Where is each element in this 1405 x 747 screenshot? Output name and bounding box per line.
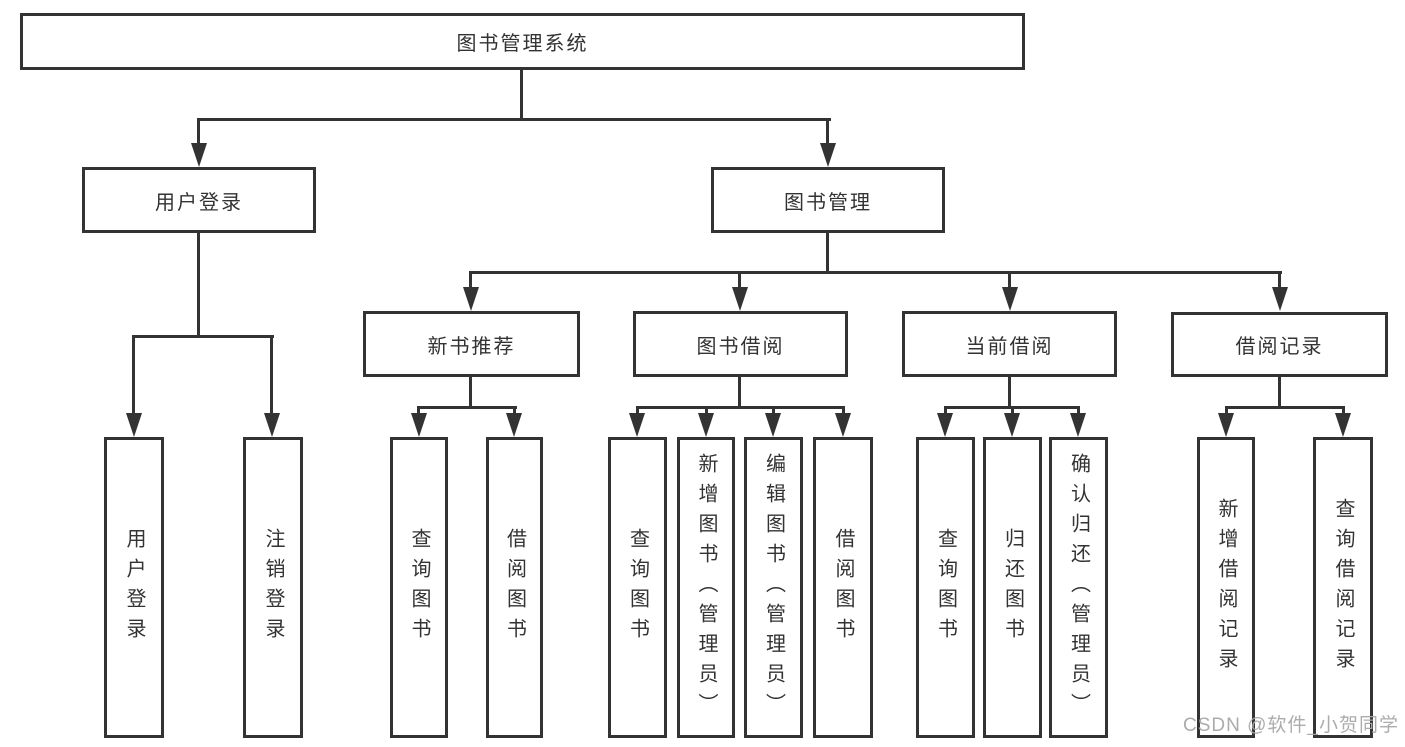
arrow-down-icon [765, 413, 781, 437]
connector-drop [842, 406, 845, 416]
connector-drop [1077, 406, 1080, 416]
node-root: 图书管理系统 [20, 13, 1025, 70]
connector-userlogin-stem [197, 232, 200, 338]
connector-drop [469, 271, 472, 290]
csdn-watermark: CSDN @软件_小贺同学 [1183, 715, 1399, 736]
node-leaf-user-login: 用户登录 [104, 437, 164, 738]
node-label: 编辑图书（管理员） [762, 452, 785, 723]
arrow-down-icon [1004, 413, 1020, 437]
node-edit-book-admin: 编辑图书（管理员） [744, 437, 803, 738]
node-borrow-books-recommend: 借阅图书 [486, 437, 543, 738]
node-label: 新增借阅记录 [1215, 497, 1237, 678]
connector-drop [944, 406, 947, 416]
node-borrow-books-borrow: 借阅图书 [813, 437, 873, 738]
arrow-down-icon [732, 287, 748, 311]
arrow-down-icon [1070, 413, 1086, 437]
connector-root-stem [520, 69, 523, 121]
connector-current-stem [1008, 376, 1011, 409]
arrow-down-icon [506, 413, 522, 437]
connector-drop [636, 406, 639, 416]
node-label: 借阅图书 [832, 527, 854, 648]
node-label: 确认归还（管理员） [1067, 452, 1090, 723]
connector-drop [1008, 271, 1011, 290]
connector-drop [1342, 406, 1345, 416]
node-label: 借阅记录 [1235, 336, 1324, 358]
connector-newbook-stem [469, 376, 472, 409]
node-add-borrow-record: 新增借阅记录 [1197, 437, 1255, 738]
node-label: 借阅图书 [503, 527, 526, 648]
arrow-down-icon [937, 413, 953, 437]
arrow-down-icon [629, 413, 645, 437]
connector-root-rail [198, 118, 831, 121]
connector-borrow-stem [738, 376, 741, 409]
node-label: 当前借阅 [965, 335, 1054, 358]
connector-drop [1011, 406, 1014, 416]
node-label: 查询借阅记录 [1332, 497, 1354, 678]
arrow-down-icon [191, 143, 207, 167]
node-label: 新书推荐 [427, 335, 516, 358]
connector-bookmgmt-rail [470, 271, 1282, 274]
node-borrow-records: 借阅记录 [1171, 312, 1388, 377]
arrow-down-icon [835, 413, 851, 437]
node-query-books-current: 查询图书 [916, 437, 975, 738]
arrow-down-icon [1002, 287, 1018, 311]
node-book-borrow: 图书借阅 [633, 311, 848, 377]
connector-drop [1278, 271, 1281, 290]
connector-newbook-rail [418, 406, 517, 409]
node-label: 查询图书 [626, 527, 649, 648]
arrow-down-icon [126, 413, 142, 437]
connector-drop [197, 118, 200, 146]
connector-records-rail [1225, 406, 1345, 409]
node-query-borrow-record: 查询借阅记录 [1313, 437, 1373, 738]
connector-borrow-rail [636, 406, 845, 409]
node-label: 用户登录 [123, 527, 145, 648]
arrow-down-icon [1218, 413, 1234, 437]
node-label: 图书借阅 [696, 335, 785, 358]
node-leaf-logout: 注销登录 [243, 437, 303, 738]
node-label: 注销登录 [262, 527, 284, 648]
arrow-down-icon [264, 413, 280, 437]
node-current-borrow: 当前借阅 [902, 311, 1117, 377]
arrow-down-icon [820, 143, 836, 167]
connector-drop [513, 406, 516, 416]
node-query-books-recommend: 查询图书 [390, 437, 448, 738]
node-confirm-return-admin: 确认归还（管理员） [1049, 437, 1108, 738]
node-add-book-admin: 新增图书（管理员） [677, 437, 735, 738]
node-label: 图书管理 [784, 191, 872, 214]
node-user-login-branch: 用户登录 [82, 167, 316, 233]
connector-drop [417, 406, 420, 416]
node-return-book: 归还图书 [983, 437, 1042, 738]
arrow-down-icon [698, 413, 714, 437]
connector-drop [826, 118, 829, 146]
node-label: 查询图书 [408, 527, 430, 648]
arrow-down-icon [1335, 413, 1351, 437]
arrow-down-icon [463, 287, 479, 311]
node-label: 查询图书 [934, 527, 957, 648]
node-query-books-borrow: 查询图书 [608, 437, 667, 738]
arrow-down-icon [1272, 287, 1288, 311]
node-root-label: 图书管理系统 [456, 33, 589, 55]
connector-records-stem [1278, 377, 1281, 409]
connector-drop [705, 406, 708, 416]
arrow-down-icon [411, 413, 427, 437]
connector-bookmgmt-stem [826, 232, 829, 274]
node-label: 新增图书（管理员） [695, 452, 717, 723]
node-new-book-recommend: 新书推荐 [363, 311, 580, 377]
node-label: 用户登录 [155, 191, 243, 214]
connector-drop [132, 335, 135, 416]
connector-drop [270, 335, 273, 416]
node-label: 归还图书 [1001, 527, 1024, 648]
connector-drop [772, 406, 775, 416]
connector-drop [1225, 406, 1228, 416]
node-book-management: 图书管理 [711, 167, 945, 233]
connector-userlogin-rail [132, 335, 274, 338]
connector-drop [738, 271, 741, 290]
